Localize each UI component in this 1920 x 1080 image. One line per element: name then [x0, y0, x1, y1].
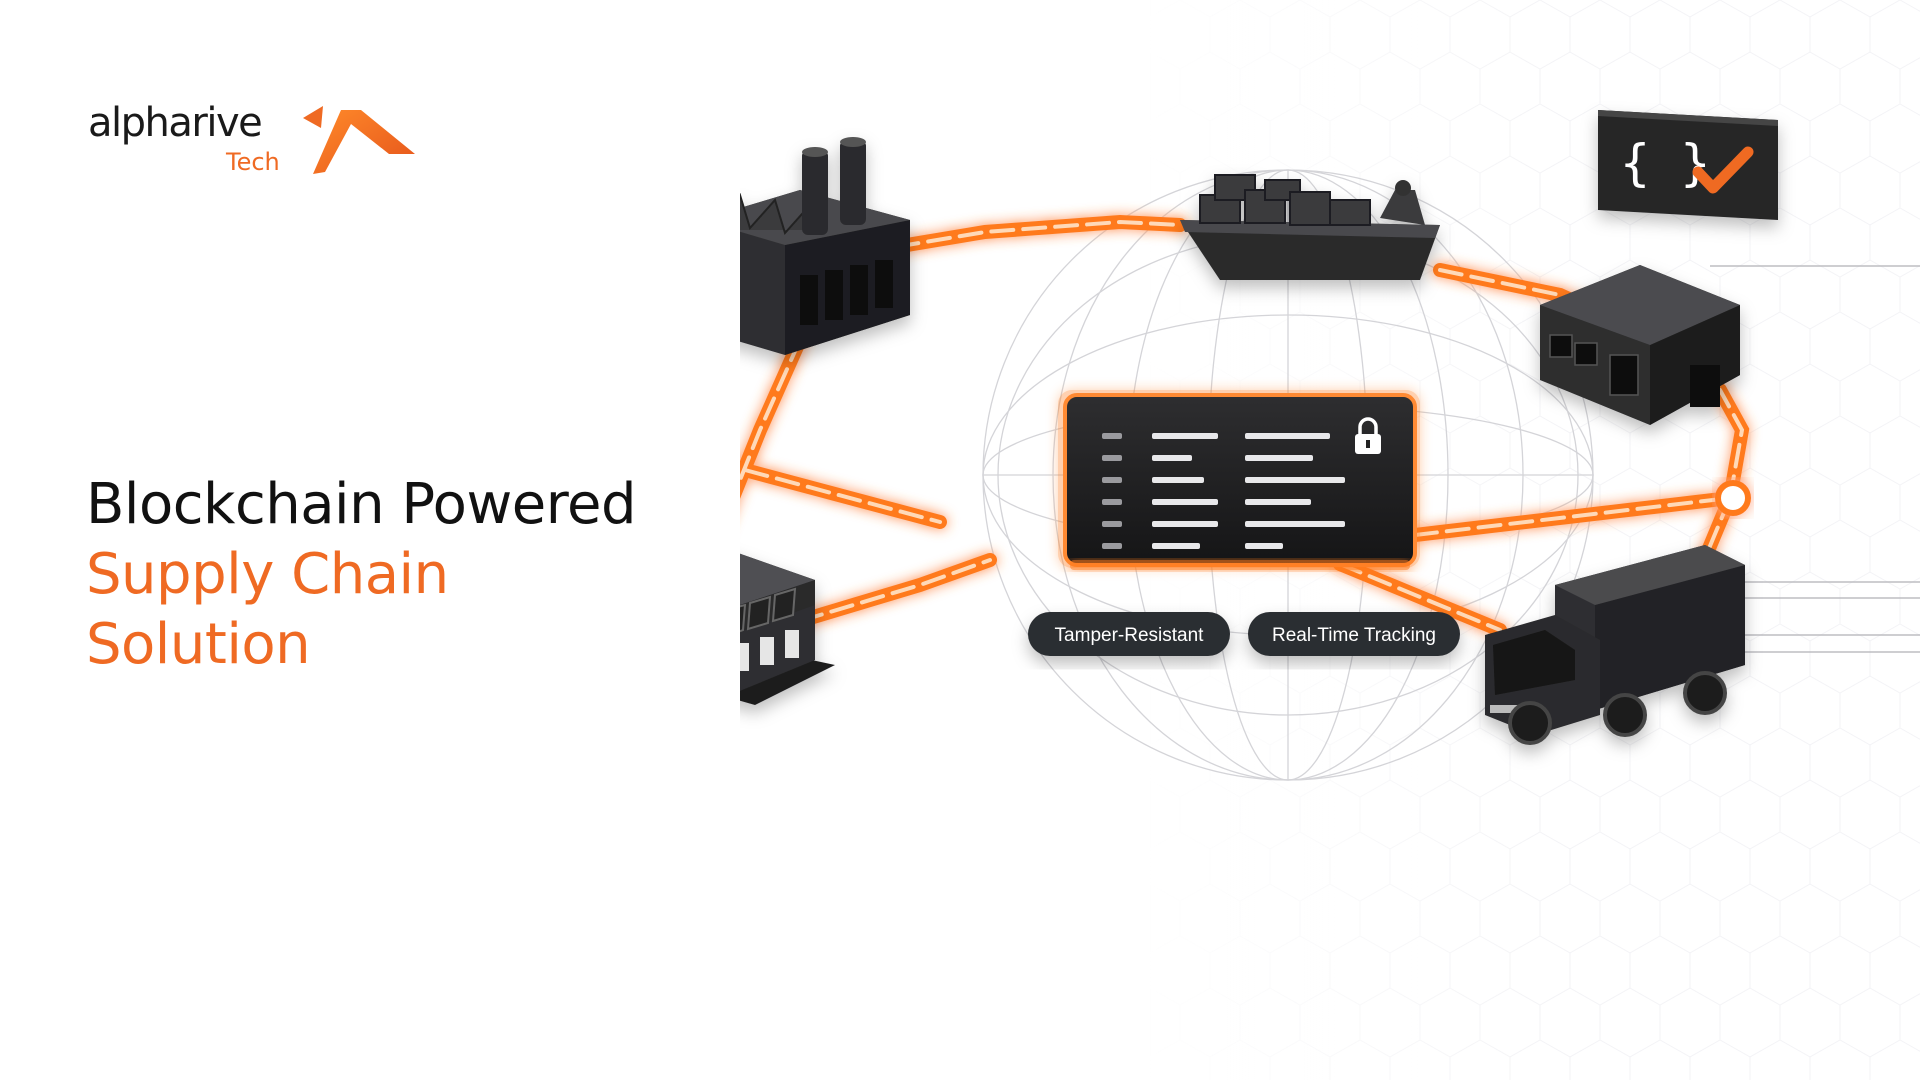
chain-junction-node	[1715, 480, 1751, 516]
badge-tamper-resistant: Tamper-Resistant	[1028, 612, 1230, 656]
badge-tracking-label: Real-Time Tracking	[1272, 625, 1436, 646]
storefront-icon	[740, 553, 835, 705]
brand-subtitle: Tech	[226, 148, 280, 176]
cargo-ship-icon	[1180, 174, 1440, 280]
ledger-screen-icon	[1058, 390, 1420, 570]
supply-chain-illustration: { }	[740, 110, 1920, 781]
warehouse-icon	[1540, 265, 1740, 425]
badge-tamper-label: Tamper-Resistant	[1055, 625, 1205, 646]
lock-icon	[1355, 417, 1381, 454]
factory-icon	[740, 137, 910, 355]
headline-line-1: Blockchain Powered	[86, 472, 637, 537]
brand-name: alpharive	[88, 100, 263, 146]
chevron-roof-icon	[303, 106, 415, 174]
brand-logo[interactable]: alpharive Tech	[88, 100, 428, 180]
headline-line-3: Solution	[86, 612, 311, 677]
headline: Blockchain Powered Supply Chain Solution	[86, 470, 726, 680]
code-braces: { }	[1620, 134, 1710, 192]
checkmark-icon	[1692, 146, 1754, 194]
smart-contract-panel: { }	[1598, 110, 1778, 220]
delivery-truck-icon	[1485, 545, 1745, 745]
badge-real-time-tracking: Real-Time Tracking	[1248, 612, 1460, 656]
headline-line-2: Supply Chain	[86, 542, 449, 607]
